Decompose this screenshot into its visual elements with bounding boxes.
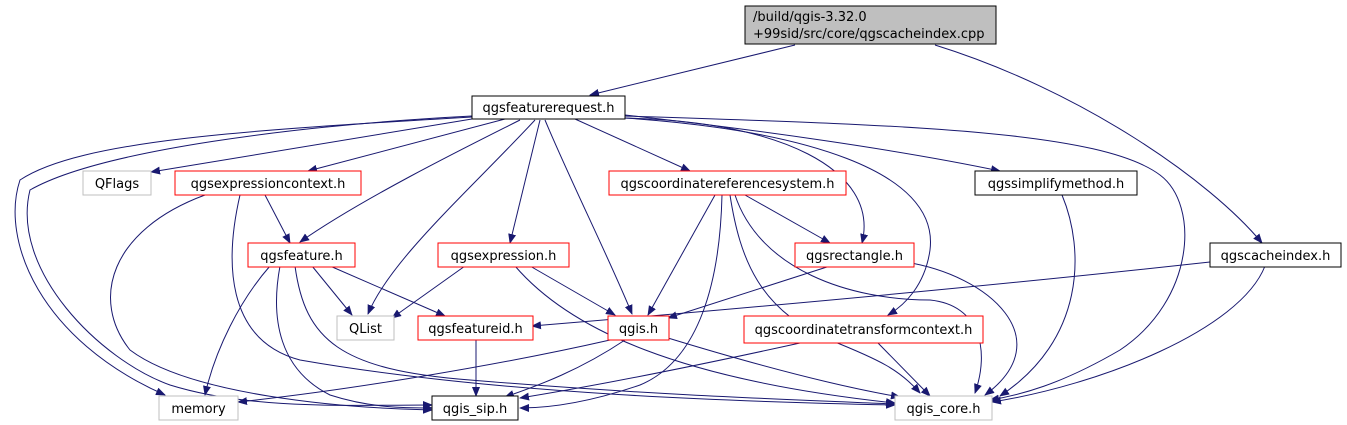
node-qgis-label: qgis.h: [619, 322, 658, 337]
edge-feature-qgis_sip: [276, 265, 433, 412]
edge-featurerequest-qgis: [544, 119, 633, 315]
edge-feature-memory: [203, 265, 271, 396]
node-memory: memory: [158, 395, 239, 421]
nodes: /build/qgis-3.32.0 +99sid/src/core/qgsca…: [82, 5, 1342, 421]
node-qgis[interactable]: qgis.h: [607, 315, 670, 341]
edge-featurerequest-transformcontext: [624, 117, 931, 316]
edge-feature-qlist: [311, 265, 353, 316]
edge-expressioncontext-feature: [264, 194, 291, 244]
edge-expression-qgis_core: [514, 265, 896, 407]
edge-crs-rectangle: [744, 194, 831, 244]
edge-featurerequest-qgis_core: [624, 115, 1186, 403]
node-expression-label: qgsexpression.h: [451, 249, 557, 264]
edge-featurerequest-qgis_sip: [26, 115, 473, 410]
node-transformcontext[interactable]: qgscoordinatetransformcontext.h: [743, 315, 984, 344]
edge-crs-qgis: [647, 194, 716, 316]
edge-expression-qlist: [391, 265, 466, 319]
node-qgis_sip[interactable]: qgis_sip.h: [431, 395, 519, 421]
node-expressioncontext-label: qgsexpressioncontext.h: [191, 177, 346, 192]
node-root-line1: /build/qgis-3.32.0: [753, 10, 867, 25]
edge-crs-qgis_core-2: [734, 194, 982, 394]
edges: [14, 44, 1266, 414]
edge-qgis-memory: [237, 339, 611, 406]
edge-featurerequest-crs: [574, 118, 691, 172]
node-feature[interactable]: qgsfeature.h: [247, 242, 356, 268]
node-memory-label: memory: [171, 402, 226, 417]
node-crs[interactable]: qgscoordinatereferencesystem.h: [608, 170, 847, 196]
edge-featurerequest-memory: [14, 116, 473, 396]
node-simplifymethod-label: qgssimplifymethod.h: [988, 177, 1124, 192]
edge-rectangle-qgis_core: [904, 261, 1018, 396]
node-featurerequest-label: qgsfeaturerequest.h: [483, 101, 615, 116]
node-featureid-label: qgsfeatureid.h: [428, 322, 522, 337]
node-featurerequest[interactable]: qgsfeaturerequest.h: [471, 95, 626, 120]
node-rectangle[interactable]: qgsrectangle.h: [794, 242, 915, 268]
edge-featurerequest-rectangle: [619, 117, 869, 244]
node-qflags: QFlags: [82, 170, 152, 196]
edge-rectangle-qgis: [667, 265, 831, 320]
node-expressioncontext[interactable]: qgsexpressioncontext.h: [174, 170, 362, 196]
node-rectangle-label: qgsrectangle.h: [806, 249, 903, 264]
edge-qgis-qgis_sip: [504, 339, 626, 398]
node-qlist: QList: [336, 315, 395, 341]
edge-featurerequest-expression: [508, 119, 541, 244]
edge-featurerequest-expressioncontext: [307, 118, 506, 173]
edge-simplifymethod-qgis_core: [999, 194, 1076, 397]
node-expression[interactable]: qgsexpression.h: [437, 242, 570, 268]
node-featureid[interactable]: qgsfeatureid.h: [417, 315, 534, 341]
node-root-line2: +99sid/src/core/qgscacheindex.cpp: [753, 27, 984, 42]
node-qgis_sip-label: qgis_sip.h: [443, 402, 507, 417]
node-crs-label: qgscoordinatereferencesystem.h: [620, 177, 834, 192]
edge-root-featurerequest: [589, 44, 796, 97]
node-qgis_core-label: qgis_core.h: [907, 402, 981, 417]
node-qlist-label: QList: [349, 322, 382, 337]
edge-transformcontext-qgis_core: [877, 342, 931, 397]
edge-featurerequest-qflags: [150, 117, 479, 175]
edge-feature-qgis_core: [294, 265, 896, 408]
edge-crs-qgis_sip: [519, 194, 723, 412]
node-simplifymethod[interactable]: qgssimplifymethod.h: [974, 170, 1138, 196]
edge-feature-featureid: [329, 265, 446, 317]
edge-qgis-qgis_core: [667, 337, 901, 400]
edge-featurerequest-feature: [299, 119, 521, 243]
node-cacheindex-label: qgscacheindex.h: [1221, 249, 1331, 264]
edge-expressioncontext-qgis_core: [231, 194, 896, 409]
node-transformcontext-label: qgscoordinatetransformcontext.h: [755, 323, 973, 338]
node-cacheindex[interactable]: qgscacheindex.h: [1209, 242, 1342, 268]
node-feature-label: qgsfeature.h: [260, 249, 343, 264]
edge-root-cacheindex: [934, 44, 1263, 244]
edge-expression-qgis: [529, 265, 616, 316]
edge-cacheindex-qgis_core: [991, 265, 1266, 405]
edge-featurerequest-qlist: [367, 119, 536, 315]
node-qgis_core: qgis_core.h: [894, 395, 993, 421]
edge-transformcontext-qgis_sip: [519, 342, 801, 401]
edge-expressioncontext-qgis_sip: [110, 194, 433, 414]
node-qflags-label: QFlags: [95, 177, 140, 192]
node-root[interactable]: /build/qgis-3.32.0 +99sid/src/core/qgsca…: [744, 5, 997, 45]
